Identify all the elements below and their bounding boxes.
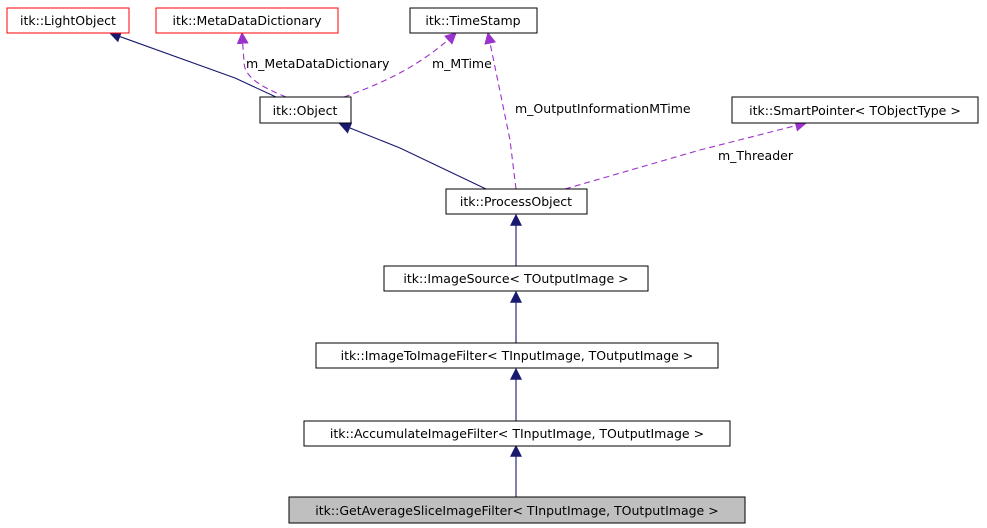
node-label-image-source: itk::ImageSource< TOutputImage >	[403, 271, 628, 286]
node-label-smart-pointer: itk::SmartPointer< TObjectType >	[749, 103, 961, 118]
edge-label-m-meta-data-dictionary: m_MetaDataDictionary	[246, 56, 390, 71]
edge-label-m-output-information-mtime: m_OutputInformationMTime	[515, 101, 691, 116]
node-label-object: itk::Object	[273, 103, 338, 118]
node-smart-pointer[interactable]: itk::SmartPointer< TObjectType >	[731, 96, 979, 124]
edge-labels: m_MetaDataDictionary m_MTime m_OutputInf…	[246, 56, 794, 163]
node-label-get-average-slice-image-filter: itk::GetAverageSliceImageFilter< TInputI…	[315, 503, 718, 518]
node-accumulate-image-filter[interactable]: itk::AccumulateImageFilter< TInputImage,…	[303, 420, 731, 447]
edge-label-m-mtime: m_MTime	[432, 56, 492, 71]
edge-m-threader	[564, 119, 808, 190]
node-image-source[interactable]: itk::ImageSource< TOutputImage >	[383, 265, 649, 292]
node-process-object[interactable]: itk::ProcessObject	[445, 188, 588, 215]
node-image-to-image-filter[interactable]: itk::ImageToImageFilter< TInputImage, TO…	[315, 342, 719, 369]
edge-m-mtime	[343, 32, 457, 98]
edge-object-to-light-object	[108, 31, 277, 98]
node-meta-data-dictionary[interactable]: itk::MetaDataDictionary	[155, 7, 339, 34]
edge-label-m-threader: m_Threader	[718, 148, 794, 163]
node-label-accumulate-image-filter: itk::AccumulateImageFilter< TInputImage,…	[330, 426, 704, 441]
edge-process-object-to-object	[338, 122, 487, 190]
node-label-image-to-image-filter: itk::ImageToImageFilter< TInputImage, TO…	[341, 348, 694, 363]
node-get-average-slice-image-filter[interactable]: itk::GetAverageSliceImageFilter< TInputI…	[288, 496, 746, 524]
nodes: itk::LightObject itk::MetaDataDictionary…	[6, 7, 979, 524]
node-object[interactable]: itk::Object	[259, 96, 352, 124]
node-time-stamp[interactable]: itk::TimeStamp	[409, 7, 538, 34]
node-label-light-object: itk::LightObject	[20, 13, 116, 28]
node-label-process-object: itk::ProcessObject	[460, 194, 572, 209]
edges	[108, 31, 808, 497]
edge-m-output-information-mtime	[484, 31, 517, 190]
node-label-time-stamp: itk::TimeStamp	[425, 13, 520, 28]
node-label-meta-data-dictionary: itk::MetaDataDictionary	[172, 13, 322, 28]
node-light-object[interactable]: itk::LightObject	[6, 7, 130, 34]
